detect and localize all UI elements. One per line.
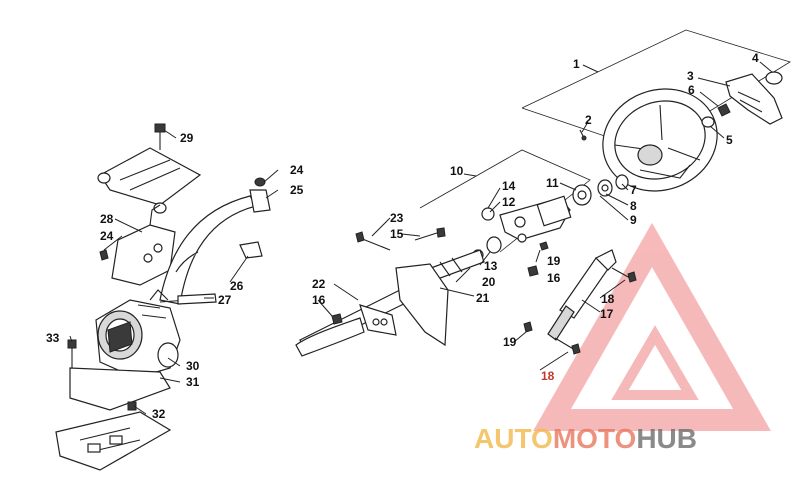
callout-10: 10 bbox=[450, 164, 464, 178]
watermark-text: AUTOMOTOHUB bbox=[474, 423, 697, 454]
watermark-moto: MOTO bbox=[553, 423, 636, 454]
callout-27: 27 bbox=[218, 293, 232, 307]
callout-4: 4 bbox=[752, 51, 759, 65]
callout-5: 5 bbox=[726, 133, 733, 147]
callout-9: 9 bbox=[630, 213, 637, 227]
callout-24-upper: 24 bbox=[290, 163, 304, 177]
steering-wheel-group bbox=[521, 29, 791, 192]
callout-18-upper: 18 bbox=[601, 292, 615, 306]
callout-19-upper: 19 bbox=[547, 254, 561, 268]
callout-22: 22 bbox=[312, 277, 326, 291]
column-bracket-group bbox=[419, 149, 629, 277]
eps-motor bbox=[95, 289, 181, 379]
callout-18-lower: 18 bbox=[541, 369, 555, 383]
callout-15: 15 bbox=[390, 227, 404, 241]
leader-lines bbox=[69, 61, 773, 415]
callout-13: 13 bbox=[484, 259, 498, 273]
mount-plate bbox=[55, 339, 172, 471]
callout-14: 14 bbox=[502, 179, 516, 193]
callout-23: 23 bbox=[390, 211, 404, 225]
steering-damper bbox=[523, 249, 637, 355]
callout-2: 2 bbox=[585, 113, 592, 127]
watermark-logo bbox=[533, 222, 771, 431]
watermark-auto: AUTO bbox=[474, 423, 553, 454]
watermark-hub: HUB bbox=[636, 423, 697, 454]
callout-30: 30 bbox=[186, 359, 200, 373]
callout-16-bracket: 16 bbox=[547, 271, 561, 285]
callout-31: 31 bbox=[186, 375, 200, 389]
steering-shaft bbox=[295, 227, 485, 357]
callout-7: 7 bbox=[630, 183, 637, 197]
callout-33: 33 bbox=[46, 331, 60, 345]
callout-3: 3 bbox=[687, 69, 694, 83]
callout-17: 17 bbox=[600, 307, 614, 321]
callout-6: 6 bbox=[688, 83, 695, 97]
callout-32: 32 bbox=[152, 407, 166, 421]
frame-bracket bbox=[97, 123, 202, 286]
callout-12: 12 bbox=[502, 195, 516, 209]
callout-25: 25 bbox=[290, 183, 304, 197]
callout-11: 11 bbox=[546, 176, 559, 190]
callout-labels: 1 2 3 4 5 6 7 8 9 10 11 12 13 14 15 16 1… bbox=[46, 51, 759, 421]
svg-text:AUTOMOTOHUB: AUTOMOTOHUB bbox=[474, 423, 697, 454]
callout-29: 29 bbox=[180, 131, 194, 145]
callout-21: 21 bbox=[476, 291, 490, 305]
callout-1: 1 bbox=[573, 57, 580, 71]
callout-16-shaft: 16 bbox=[312, 293, 326, 307]
column-tube bbox=[159, 177, 271, 305]
callout-19-lower: 19 bbox=[503, 335, 517, 349]
callout-28: 28 bbox=[100, 212, 114, 226]
callout-8: 8 bbox=[630, 199, 637, 213]
callout-24-lower: 24 bbox=[100, 229, 114, 243]
callout-20: 20 bbox=[482, 275, 496, 289]
callout-26: 26 bbox=[230, 279, 244, 293]
